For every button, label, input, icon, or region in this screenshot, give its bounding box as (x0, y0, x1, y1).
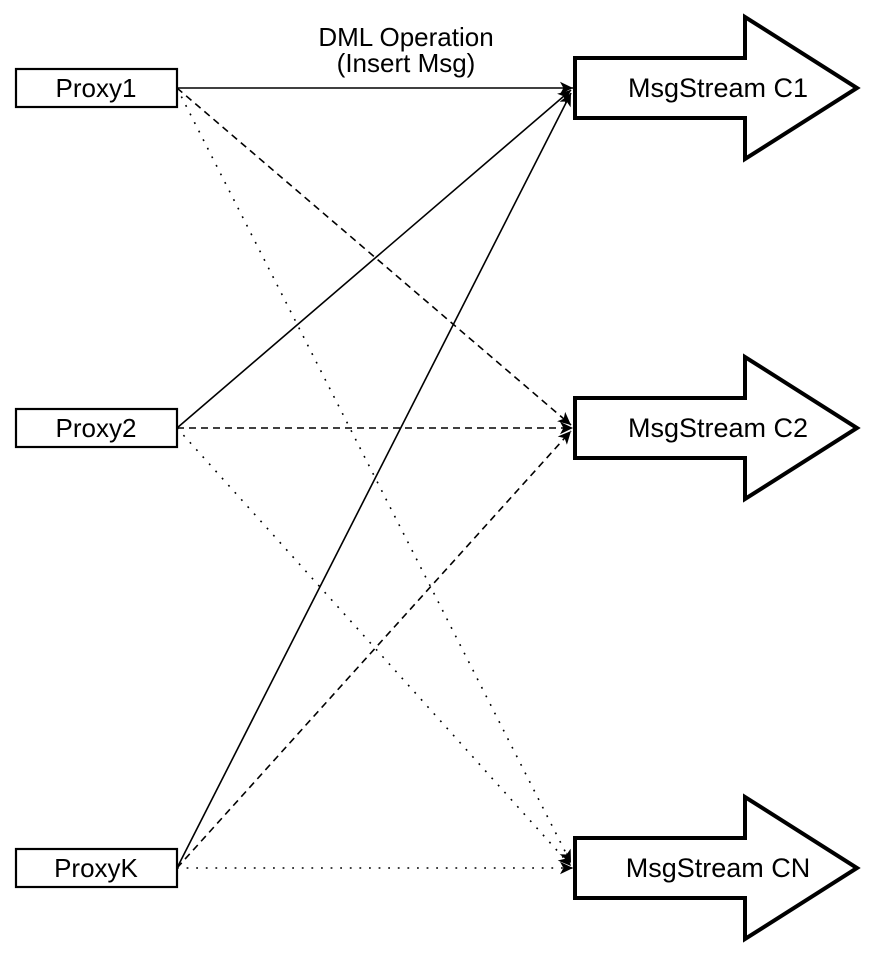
msgstream-c1-label: MsgStream C1 (628, 73, 808, 103)
connection-proxy2-to-msgstream-c1 (176, 89, 572, 429)
msgstream-c2-node: MsgStream C2 (573, 353, 861, 503)
proxy1-box (14, 67, 179, 109)
connection-proxy1-to-msgstream-cn (176, 87, 572, 864)
msgstream-c1-arrow-shape (573, 13, 861, 163)
stream-nodes: MsgStream C1 MsgStream C2 MsgStream CN (573, 13, 861, 943)
msgstream-c2-arrow-shape (573, 353, 861, 503)
msgstream-cn-label: MsgStream CN (626, 853, 811, 883)
proxy2-box (14, 407, 179, 449)
proxy2-label: Proxy2 (56, 413, 137, 443)
proxy1-node: Proxy1 (14, 67, 179, 109)
dml-annotation-line1: DML Operation (318, 22, 493, 52)
connection-proxy2-to-msgstream-cn (176, 427, 572, 867)
msgstream-c2-label: MsgStream C2 (628, 413, 808, 443)
connection-proxy1-to-msgstream-c2 (176, 87, 572, 426)
proxy1-label: Proxy1 (56, 73, 137, 103)
connection-proxyk-to-msgstream-c1 (176, 92, 572, 869)
proxyk-node: ProxyK (14, 847, 179, 889)
proxyk-label: ProxyK (54, 853, 138, 883)
proxyk-box (14, 847, 179, 889)
msgstream-cn-arrow-shape (573, 793, 861, 943)
msgstream-c1-node: MsgStream C1 (573, 13, 861, 163)
msgstream-cn-node: MsgStream CN (573, 793, 861, 943)
connections (176, 81, 573, 875)
dml-annotation-line2: (Insert Msg) (337, 48, 476, 78)
proxy2-node: Proxy2 (14, 407, 179, 449)
dml-annotation: DML Operation (Insert Msg) (318, 22, 493, 78)
proxy-nodes: Proxy1 Proxy2 ProxyK (14, 67, 179, 889)
connection-proxyk-to-msgstream-c2 (176, 430, 572, 869)
